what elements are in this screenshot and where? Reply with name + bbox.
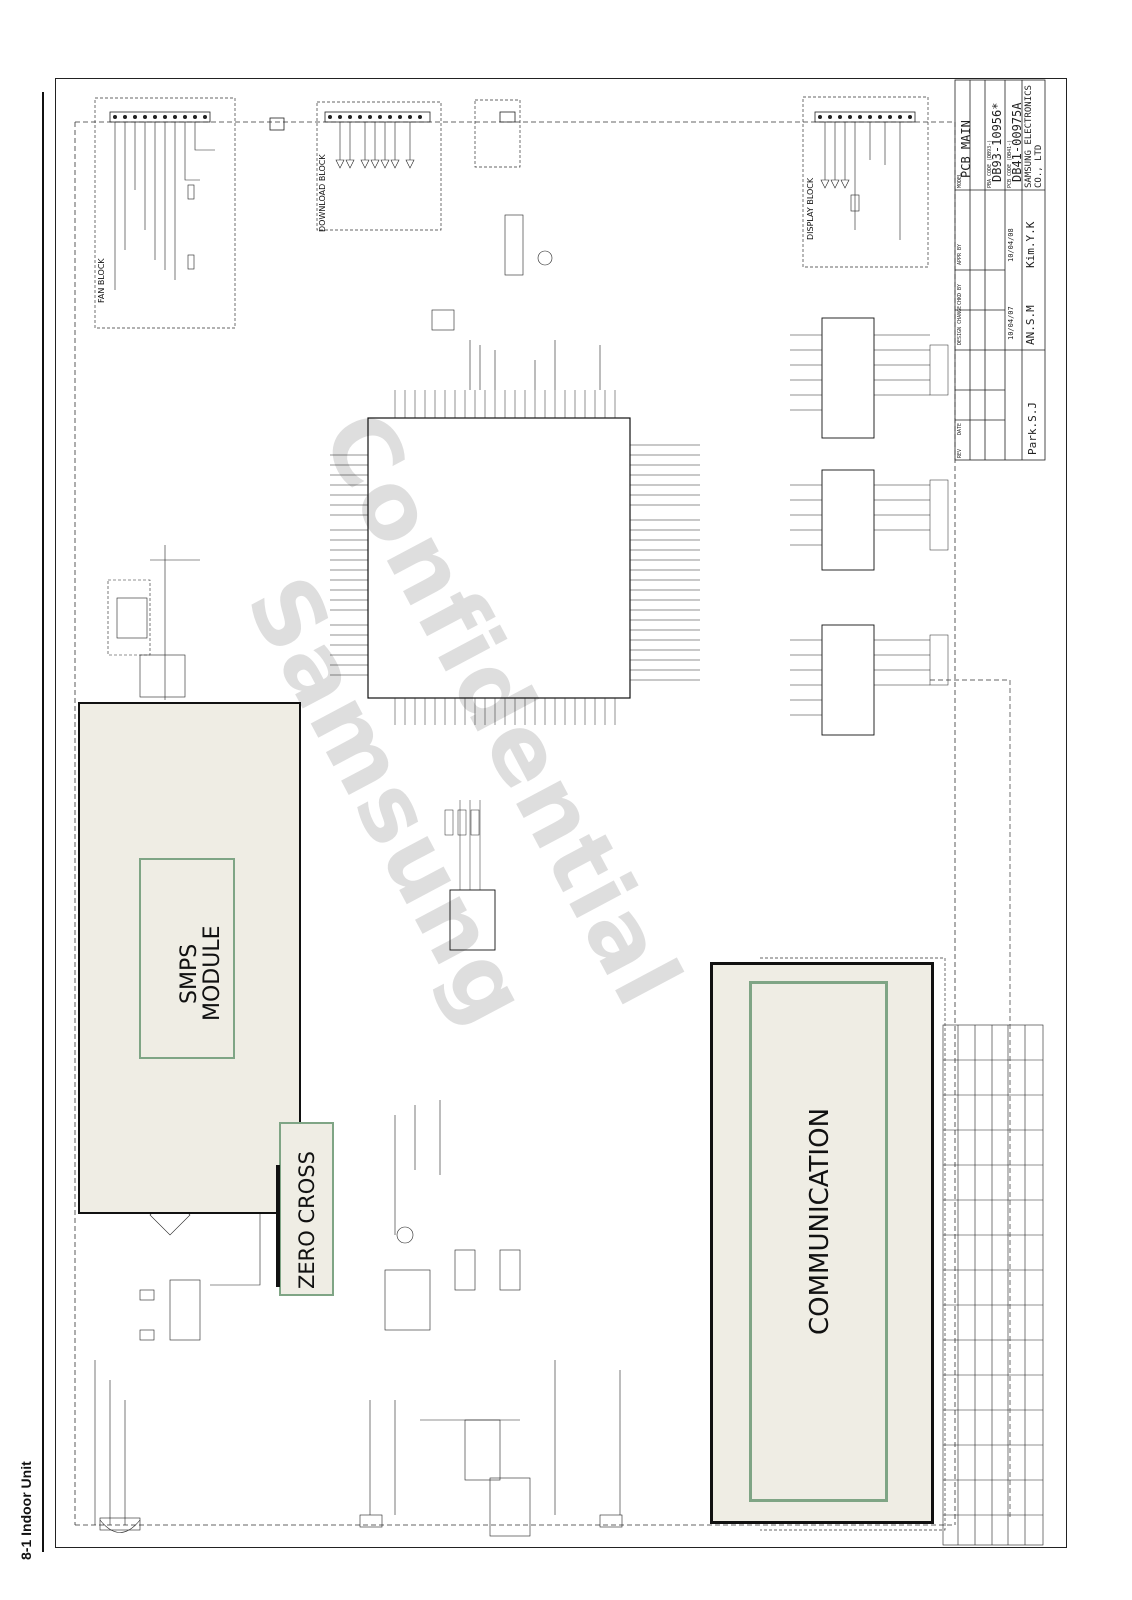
communication-module: COMMUNICATION <box>710 962 934 1524</box>
display-block-label: DISPLAY BLOCK <box>806 177 815 240</box>
title-company-line1: SAMSUNG ELECTRONICS <box>1024 85 1034 188</box>
communication-module-inner <box>749 981 888 1502</box>
title-model: PCB MAIN <box>959 120 973 178</box>
page-frame <box>55 78 1067 1548</box>
smps-module: SMPS MODULE <box>78 702 301 1214</box>
fan-block-outline <box>94 97 236 329</box>
fan-block-label: FAN BLOCK <box>97 258 106 303</box>
title-pba-code: DB93-10956* <box>990 102 1004 182</box>
title-checked-by: AN.S.M <box>1024 305 1037 345</box>
display-block-outline <box>802 96 929 268</box>
title-approve-date: 10/04/08 <box>1007 228 1015 262</box>
connector-table-outline <box>942 1024 1044 1546</box>
mcu-outline <box>367 417 631 699</box>
download-block-label: DOWNLOAD BLOCK <box>318 154 327 232</box>
title-approved-by: Kim.Y.K <box>1024 221 1037 268</box>
title-header-rev: REV <box>957 448 963 458</box>
title-design-date: 10/04/07 <box>1007 306 1015 340</box>
zero-cross-edge <box>276 1165 280 1287</box>
smps-label-line1: SMPS <box>177 943 202 1004</box>
zero-cross-module: ZERO CROSS <box>279 1122 334 1296</box>
title-header-appr: APPR BY <box>957 243 963 265</box>
zero-cross-label: ZERO CROSS <box>295 1151 319 1289</box>
title-header-change: DESIGN CHANGE <box>957 305 963 345</box>
title-company-line2: CO., LTD <box>1034 144 1044 188</box>
download-block-outline <box>316 101 442 231</box>
smps-module-inner <box>139 858 235 1059</box>
title-block-outline <box>954 79 1046 461</box>
title-designed-by: Park.S.J <box>1026 402 1039 455</box>
title-pcb-code: DB41-00975A <box>1010 102 1024 182</box>
title-header-date: DATE <box>957 422 963 435</box>
smps-label-line2: MODULE <box>200 925 225 1022</box>
title-header-chkd: CHKD BY <box>957 283 963 305</box>
communication-label: COMMUNICATION <box>805 1107 835 1335</box>
side-rule <box>42 92 44 1552</box>
